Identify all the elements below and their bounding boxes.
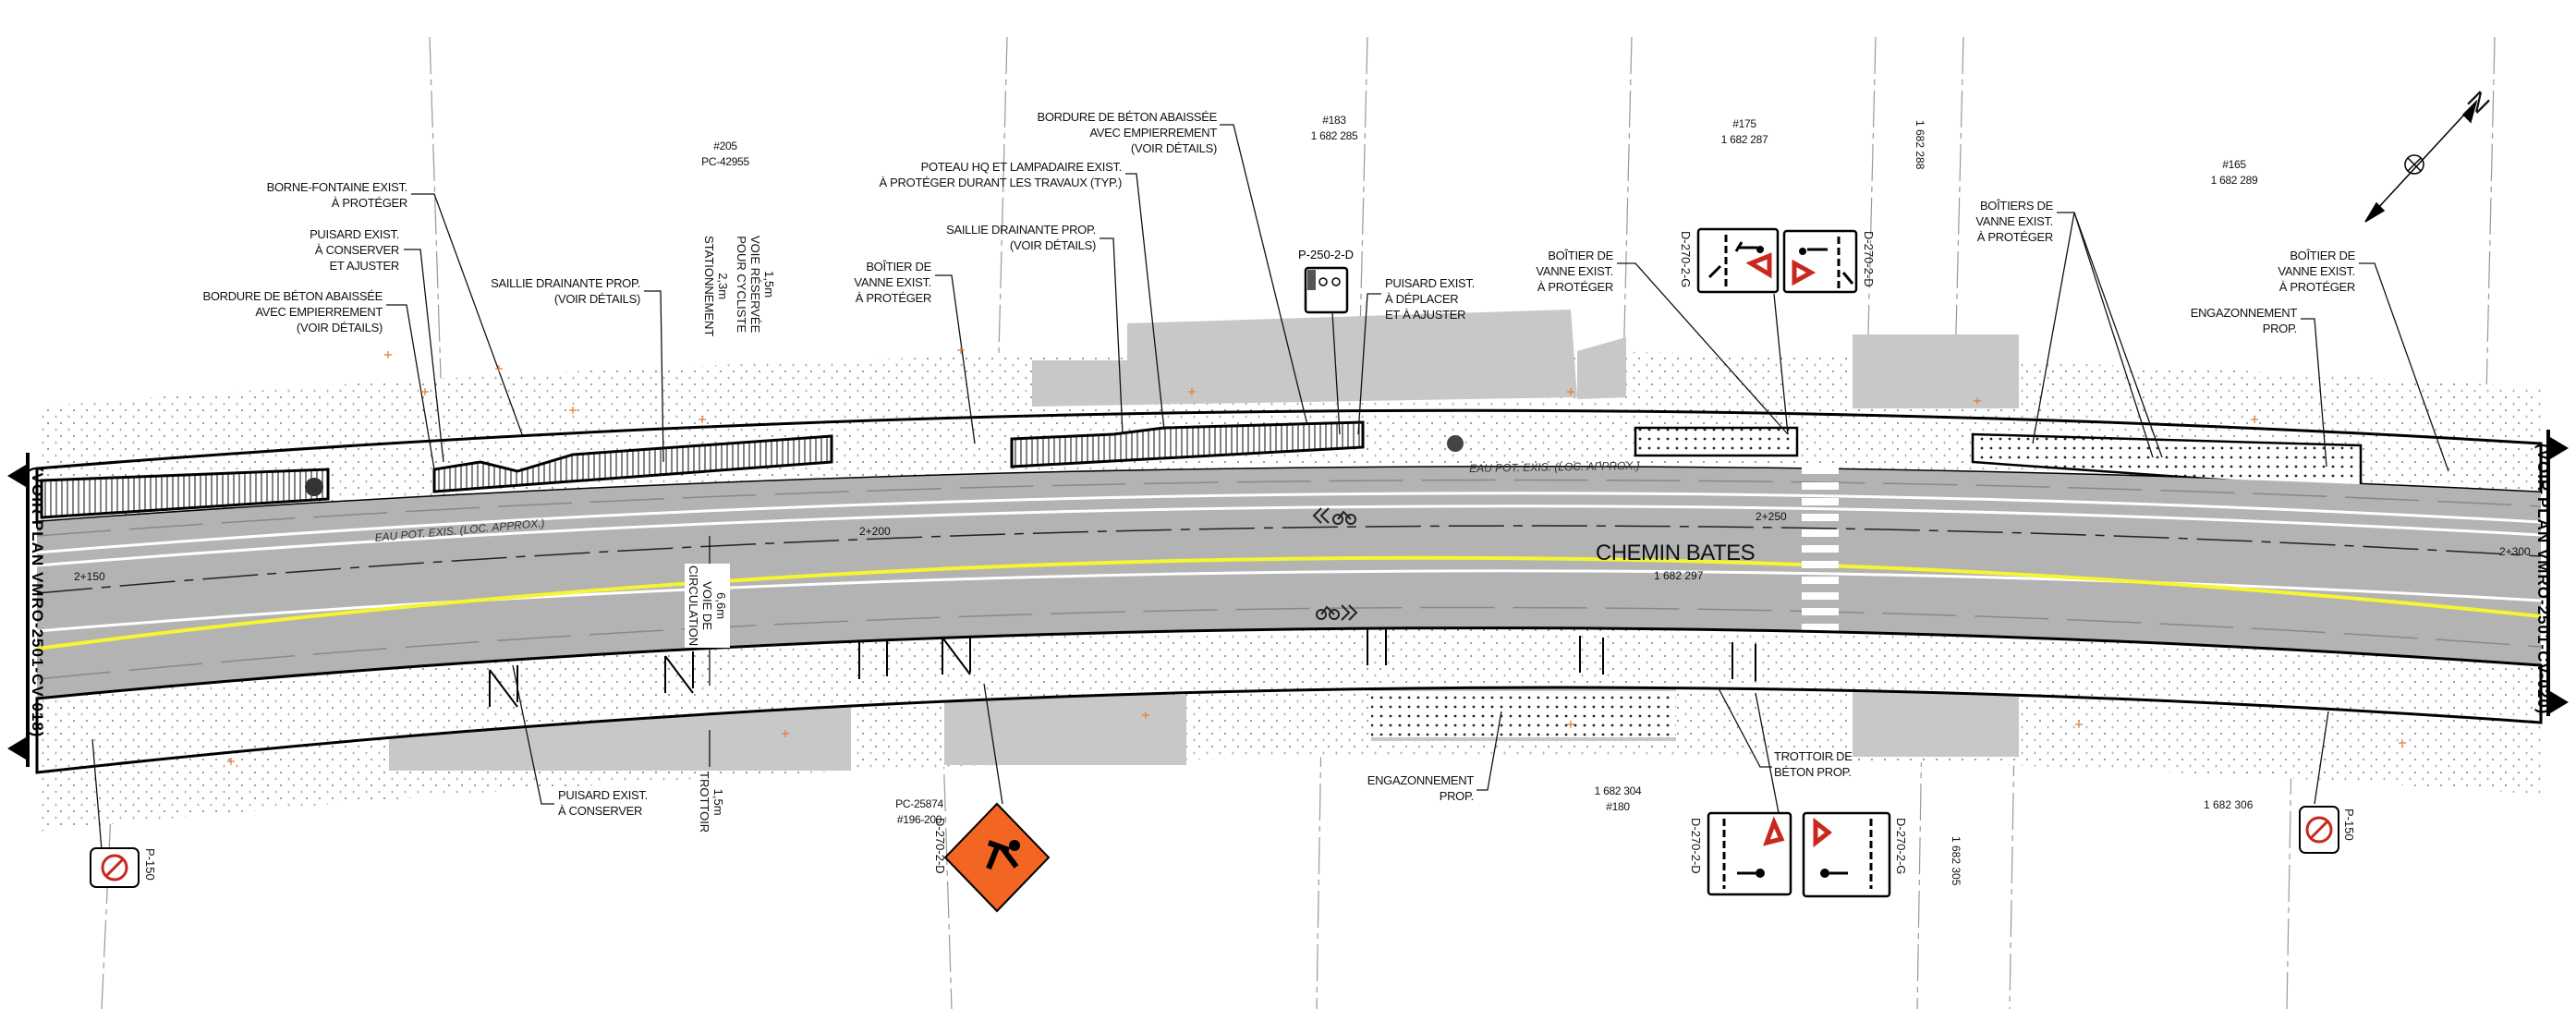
callout-sodding: ENGAZONNEMENT PROP.	[1367, 773, 1475, 803]
callout-concrete-sidewalk: TROTTOIR DE BÉTON PROP.	[1774, 749, 1853, 779]
chainage-label: 2+300	[2499, 545, 2531, 558]
callout-lowered-curb: BORDURE DE BÉTON ABAISSÉE AVEC EMPIERREM…	[1037, 110, 1217, 155]
lot-label: 1 682 288	[1914, 120, 1926, 170]
sign-no-parking-left-icon	[90, 847, 140, 888]
sign-no-parking-right-icon	[2299, 806, 2339, 854]
dimension-bike-lane: 1,5m VOIE RÉSERVÉE POUR CYCLISTE	[735, 236, 776, 334]
grass-strip	[1371, 691, 1676, 737]
callout-sodding: ENGAZONNEMENT PROP.	[2190, 306, 2298, 335]
callout-lowered-curb: BORDURE DE BÉTON ABAISSÉE AVEC EMPIERREM…	[202, 289, 383, 334]
callout-catch-basin: PUISARD EXIST. À CONSERVER	[558, 788, 648, 818]
callout-catch-basin-move: PUISARD EXIST. À DÉPLACER ET À AJUSTER	[1385, 276, 1475, 322]
sign-code: D-270-2-D	[933, 818, 947, 874]
callout-valve-box: BOÎTIER DE VANNE EXIST. À PROTÉGER	[854, 260, 931, 305]
property-lines	[101, 36, 2496, 1009]
callout-valve-box: BOÎTIER DE VANNE EXIST. À PROTÉGER	[1536, 249, 1613, 294]
callout-hydrant: BORNE-FONTAINE EXIST. À PROTÉGER	[266, 180, 408, 210]
chainage-label: 2+250	[1756, 510, 1787, 523]
dimension-parking: 2,3m STATIONNEMENT	[702, 236, 730, 337]
dimension-sidewalk: 1,5m TROTTOIR	[698, 772, 725, 833]
lot-label: 1 682 304 #180	[1594, 784, 1642, 813]
callout-catch-basin: PUISARD EXIST. À CONSERVER ET AJUSTER	[310, 227, 399, 273]
lot-label: 1 682 306	[2204, 798, 2254, 811]
chainage-label: 2+200	[859, 525, 891, 538]
callout-drainage-bumpout: SAILLIE DRAINANTE PROP. (VOIR DÉTAILS)	[946, 223, 1096, 252]
north-arrow-icon	[2364, 99, 2478, 223]
callout-valve-box: BOÎTIER DE VANNE EXIST. À PROTÉGER	[2278, 249, 2355, 294]
match-line-arrows	[7, 430, 2569, 767]
sign-pedestrian-crossing-bottom-d-icon	[1707, 811, 1792, 896]
street-lot-number: 1 682 297	[1654, 569, 1704, 582]
lot-label: #165 1 682 289	[2210, 158, 2258, 187]
lot-label: #183 1 682 285	[1310, 114, 1358, 142]
chainage-label: 2+150	[74, 570, 105, 583]
callout-drainage-bumpout: SAILLIE DRAINANTE PROP. (VOIR DÉTAILS)	[491, 276, 640, 306]
sign-code: P-250-2-D	[1298, 248, 1354, 261]
drainage-bump-outs	[40, 420, 2363, 519]
match-line-right[interactable]: (VOIR PLAN VMRO-2501-CV-020)	[2534, 444, 2552, 715]
road-markings	[36, 479, 2542, 680]
sign-code: D-270-2-D	[1862, 231, 1876, 287]
street-name: CHEMIN BATES	[1595, 541, 1756, 565]
sign-code: P-150	[2342, 808, 2356, 841]
sign-code: D-270-2-G	[1679, 231, 1693, 288]
sign-code: P-150	[143, 848, 157, 881]
driveway-depressions	[489, 628, 1756, 708]
bike-lane-symbol-icon	[1312, 507, 1358, 621]
sign-code: D-270-2-D	[1689, 818, 1703, 874]
lot-label: PC-25874 #196-200	[895, 797, 943, 826]
sign-pedestrian-crossing-d-icon	[1782, 229, 1858, 294]
dimension-traffic-lane: 6,6m VOIE DE CIRCULATION	[685, 564, 730, 649]
lot-label: #175 1 682 287	[1720, 117, 1768, 146]
sign-code: D-270-2-G	[1894, 818, 1908, 875]
sign-pedestrian-work-zone-icon	[943, 802, 1051, 913]
survey-points	[227, 346, 2406, 765]
callout-valve-boxes: BOÎTIERS DE VANNE EXIST. À PROTÉGER	[1975, 199, 2053, 244]
match-line-left[interactable]: (VOIR PLAN VMRO-2501-CV-018)	[29, 467, 46, 738]
callout-leaders	[91, 124, 2449, 851]
south-sidewalk	[35, 626, 2543, 774]
sign-p250-icon	[1304, 266, 1349, 314]
lot-label: #205 PC-42955	[701, 140, 749, 168]
sign-pedestrian-crossing-g-icon	[1696, 227, 1780, 294]
callout-hydro-pole: POTEAU HQ ET LAMPADAIRE EXIST. À PROTÉGE…	[879, 160, 1123, 189]
sign-pedestrian-crossing-bottom-g-icon	[1802, 811, 1891, 898]
lot-label: 1 682 305	[1950, 836, 1962, 886]
